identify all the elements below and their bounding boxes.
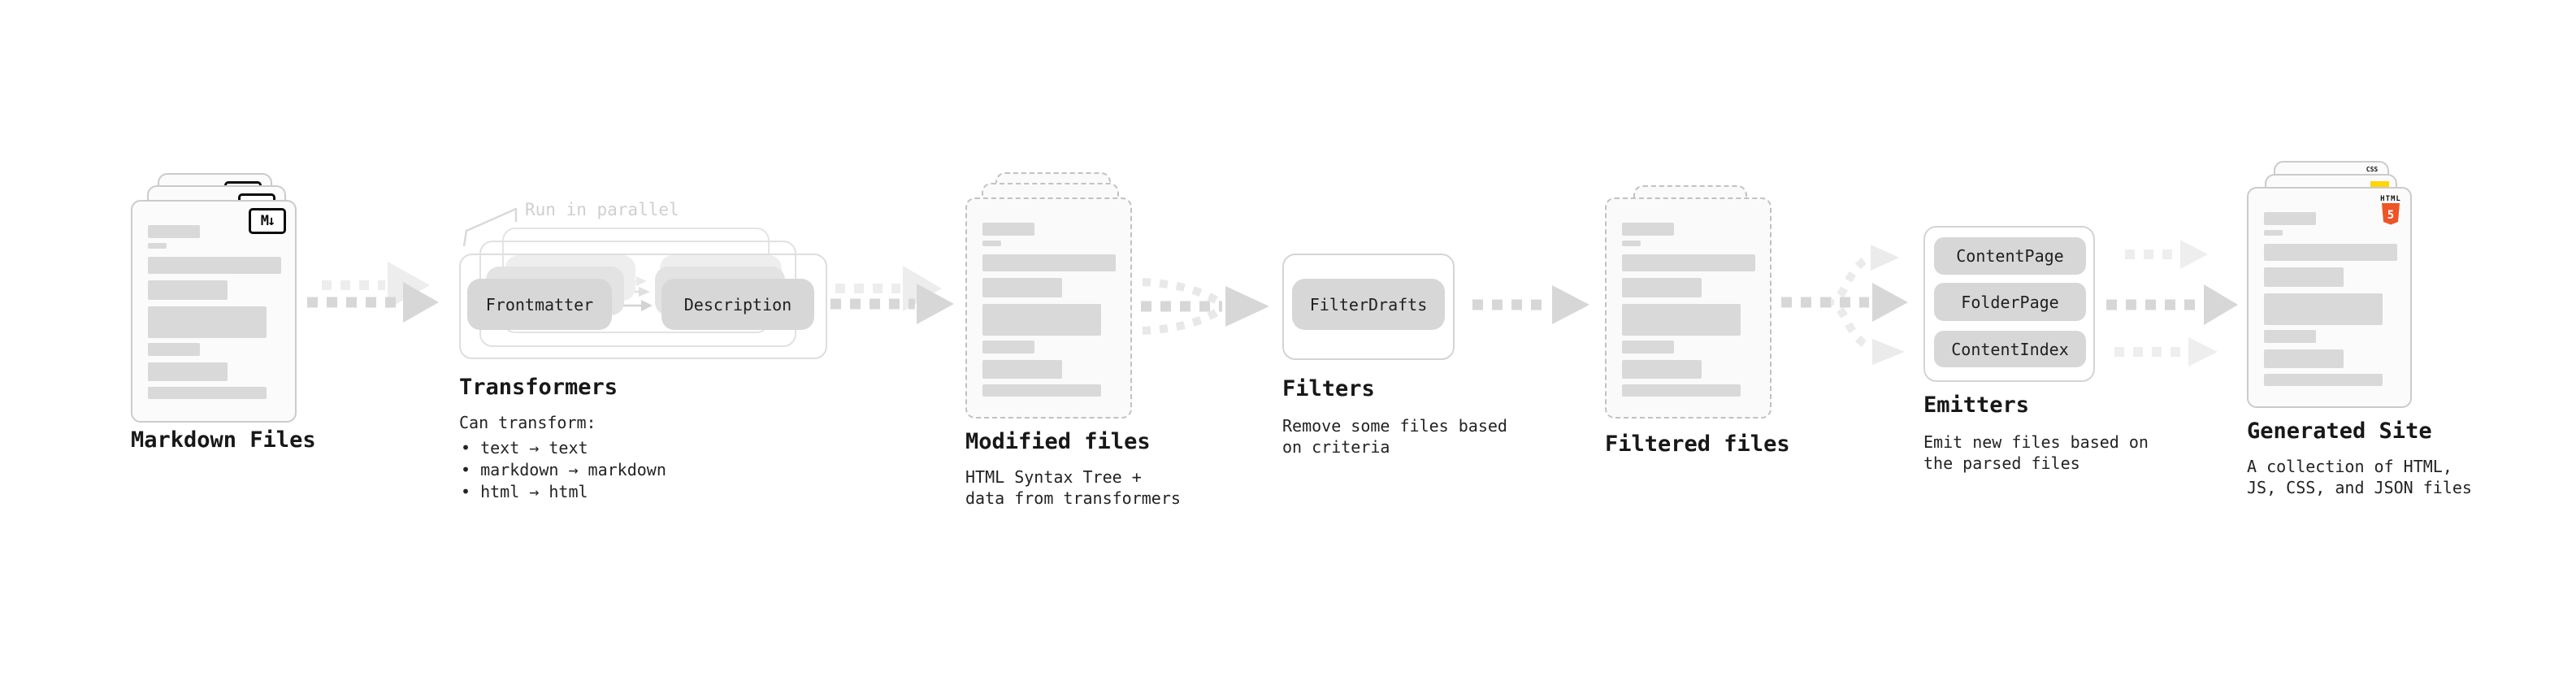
frontmatter-pill: Frontmatter [467, 279, 612, 330]
transformers-bullet-list: • text → text • markdown → markdown • ht… [461, 437, 666, 503]
folder-page-pill: FolderPage [1934, 283, 2086, 321]
desc-line: JS, CSS, and JSON files [2247, 478, 2472, 497]
markdown-file-card-front: M↓ [131, 200, 297, 423]
markdown-icon: M↓ [249, 208, 286, 234]
arrow-emitters-to-generated [2106, 240, 2238, 367]
desc-line: the parsed files [1923, 453, 2080, 473]
desc-line: on criteria [1282, 437, 1390, 457]
emitters-title: Emitters [1923, 393, 2030, 418]
svg-text:5: 5 [2387, 209, 2394, 222]
html5-icon: HTML 5 [2380, 196, 2401, 228]
arrow-filters-to-filtered [1472, 285, 1589, 324]
transform-bullet: • text → text [461, 438, 588, 458]
note-leader-line [462, 207, 518, 247]
filters-desc: Remove some files based on criteria [1282, 415, 1507, 458]
arrow-markdown-to-transformers [307, 262, 439, 323]
desc-line: A collection of HTML, [2247, 457, 2452, 476]
filtered-file-card-front [1605, 197, 1772, 419]
description-pill: Description [661, 279, 814, 330]
arrow-filtered-to-emitters [1781, 245, 1908, 365]
transformers-desc-heading: Can transform: [459, 413, 596, 432]
markdown-files-title: Markdown Files [131, 427, 316, 453]
transform-bullet: • markdown → markdown [461, 460, 666, 479]
modified-files-title: Modified files [965, 429, 1151, 454]
transformers-box-front [459, 254, 827, 359]
modified-files-desc: HTML Syntax Tree + data from transformer… [965, 466, 1181, 509]
run-in-parallel-note: Run in parallel [525, 200, 679, 219]
transform-bullet: • html → html [461, 482, 588, 501]
arrow-transformers-to-modified [830, 266, 954, 324]
generated-file-card-html: HTML 5 [2247, 187, 2412, 408]
emitters-desc: Emit new files based on the parsed files [1923, 432, 2149, 474]
desc-line: Remove some files based [1282, 416, 1507, 436]
arrow-modified-to-filters [1141, 278, 1269, 335]
generated-site-title: Generated Site [2247, 419, 2432, 444]
content-index-pill: ContentIndex [1934, 331, 2086, 367]
content-page-pill: ContentPage [1934, 237, 2086, 275]
modified-file-card-front [965, 197, 1132, 419]
transformers-title: Transformers [459, 375, 618, 400]
desc-line: HTML Syntax Tree + [965, 467, 1142, 487]
filter-drafts-pill: FilterDrafts [1292, 279, 1445, 330]
filters-title: Filters [1282, 376, 1375, 401]
filtered-files-title: Filtered files [1605, 432, 1790, 457]
desc-line: data from transformers [965, 488, 1181, 508]
desc-line: Emit new files based on [1923, 432, 2149, 452]
generated-site-desc: A collection of HTML, JS, CSS, and JSON … [2247, 456, 2472, 498]
